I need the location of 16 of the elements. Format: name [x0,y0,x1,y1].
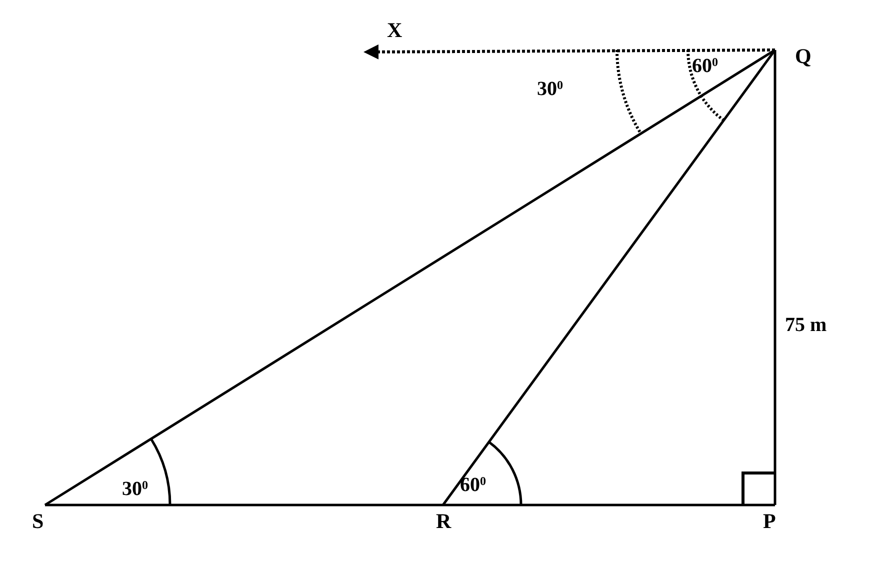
point-label: P [763,509,776,533]
line [774,50,776,505]
point-label: R [436,509,452,533]
line [442,49,776,506]
angle-label: 60$^{0}$ [692,55,718,77]
point-label: Q [795,44,812,68]
line [45,504,443,506]
line [44,48,776,506]
angle-label: 30$^{0}$ [122,478,148,500]
angle-label: 30$^{0}$ [537,78,563,100]
point-label: X [387,18,402,42]
line [443,504,775,506]
arrow [364,44,775,60]
angle-label: 60$^{0}$ [460,474,486,496]
point-label: S [32,509,44,533]
length-label: 75 m [785,314,827,336]
